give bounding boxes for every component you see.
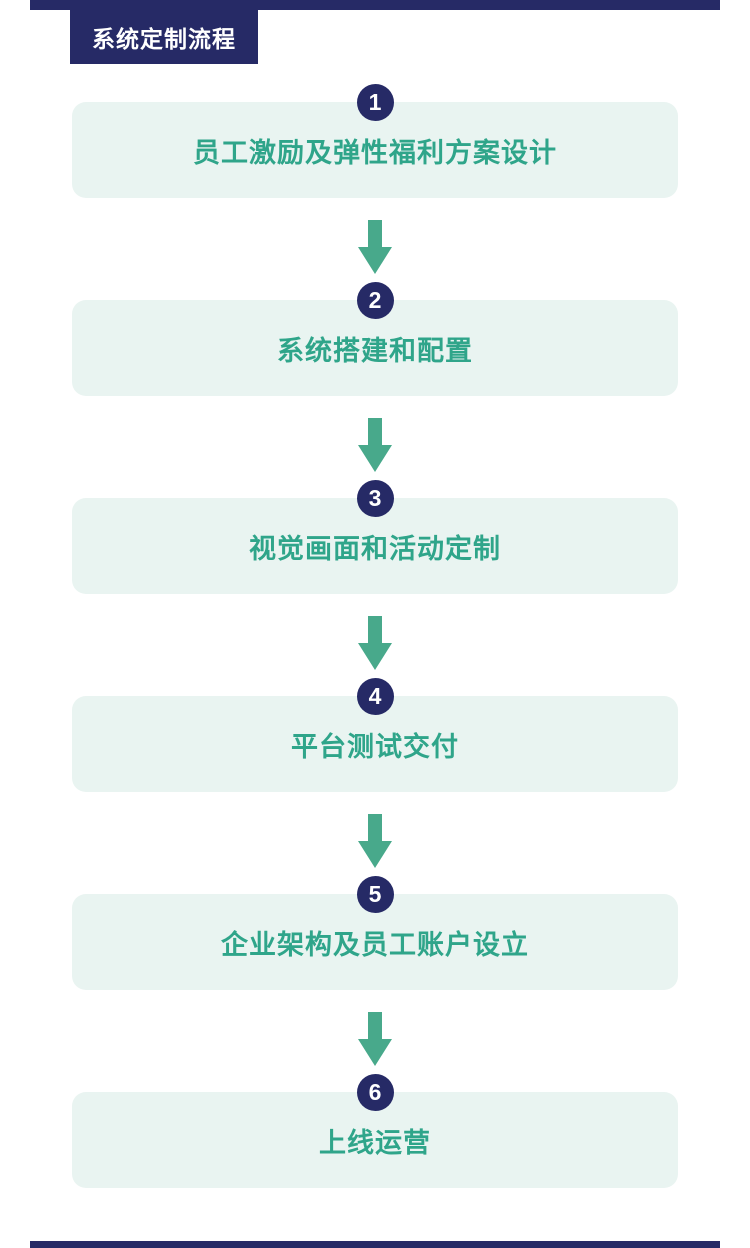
step-box: 系统搭建和配置	[72, 300, 678, 396]
down-arrow-icon	[358, 814, 392, 868]
step-number: 5	[368, 881, 382, 907]
step-number-badge: 6	[356, 1074, 394, 1111]
step-label: 视觉画面和活动定制	[249, 533, 501, 564]
flow-step: 4 平台测试交付	[72, 678, 678, 792]
step-label: 上线运营	[319, 1127, 431, 1158]
page-title: 系统定制流程	[92, 26, 236, 52]
top-divider-bar	[30, 0, 720, 10]
step-number: 6	[368, 1079, 382, 1105]
step-number: 4	[368, 683, 382, 709]
page-title-badge: 系统定制流程	[70, 10, 258, 64]
step-number: 2	[368, 287, 382, 313]
step-number-badge: 2	[356, 282, 394, 319]
down-arrow-icon	[358, 616, 392, 670]
flow-step: 3 视觉画面和活动定制	[72, 480, 678, 594]
step-box: 平台测试交付	[72, 696, 678, 792]
flow-step: 1 员工激励及弹性福利方案设计	[72, 84, 678, 198]
step-number-badge: 5	[356, 876, 394, 913]
down-arrow-icon	[358, 1012, 392, 1066]
flow-step: 2 系统搭建和配置	[72, 282, 678, 396]
down-arrow-icon	[358, 418, 392, 472]
step-number: 1	[368, 89, 382, 115]
down-arrow-icon	[358, 220, 392, 274]
step-number-badge: 1	[356, 84, 394, 121]
step-label: 平台测试交付	[291, 731, 459, 762]
flow-container: 1 员工激励及弹性福利方案设计 2 系统搭建和配置 3 视觉画面和活动定制	[0, 84, 750, 1188]
step-number-badge: 3	[356, 480, 394, 517]
flow-step: 5 企业架构及员工账户设立	[72, 876, 678, 990]
flow-step: 6 上线运营	[72, 1074, 678, 1188]
step-label: 企业架构及员工账户设立	[221, 929, 529, 960]
step-label: 系统搭建和配置	[277, 335, 473, 366]
step-number: 3	[368, 485, 382, 511]
bottom-divider-bar	[30, 1241, 720, 1248]
step-label: 员工激励及弹性福利方案设计	[193, 137, 557, 168]
step-number-badge: 4	[356, 678, 394, 715]
